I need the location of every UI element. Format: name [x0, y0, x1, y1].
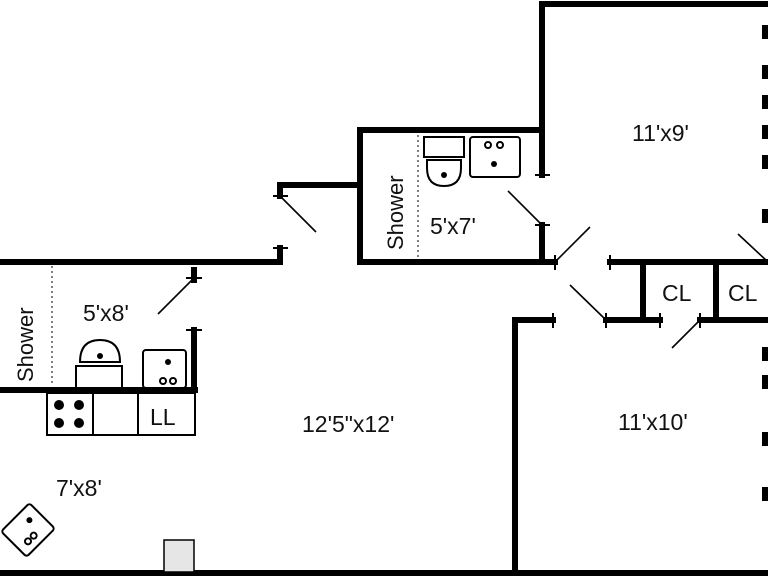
wall-top-bath — [357, 127, 558, 265]
labels: 11'x9' 5'x7' CL CL 5'x8' 12'5"x12' 11'x1… — [13, 120, 758, 501]
room-label-closet-1: CL — [662, 280, 692, 306]
hatched-box — [163, 539, 195, 573]
kitchen-sink-icon — [1, 503, 55, 557]
door-closet-2 — [737, 233, 768, 263]
doors — [157, 190, 768, 349]
wall-corridor — [277, 182, 363, 199]
faucet-icon — [484, 141, 492, 149]
room-label-bathroom-top: 5'x7' — [430, 213, 476, 239]
door-closet — [671, 319, 701, 349]
top-bath-fixtures — [423, 136, 521, 188]
shower-left-label: Shower — [13, 307, 38, 382]
counter — [46, 392, 196, 436]
wall-caps — [186, 174, 701, 331]
laundry-label: LL — [150, 404, 176, 430]
toilet-icon — [78, 338, 122, 363]
kitchen-counter — [46, 392, 196, 436]
faucet-icon — [496, 141, 504, 149]
toilet-tank — [75, 365, 123, 389]
room-label-bedroom-bottom: 11'x10' — [618, 409, 688, 435]
door-left-bath — [157, 277, 195, 315]
sink-icon — [469, 136, 521, 178]
wall-corridor-lower — [0, 245, 283, 265]
stove-icon — [54, 400, 84, 428]
room-label-kitchen: 7'x8' — [56, 475, 102, 501]
door-corridor — [279, 195, 317, 233]
shower-top-label: Shower — [383, 175, 408, 250]
room-label-bathroom-left: 5'x8' — [83, 300, 129, 326]
faucet-icon — [169, 377, 177, 385]
toilet-tank — [423, 136, 465, 158]
wall-bedroom-lower — [512, 317, 556, 576]
room-label-closet-2: CL — [728, 280, 758, 306]
wall-right-upper — [539, 1, 768, 138]
room-label-living: 12'5"x12' — [302, 411, 394, 437]
door-top-bath — [507, 190, 543, 226]
left-bath-fixtures — [75, 338, 187, 389]
faucet-icon — [159, 377, 167, 385]
door-lower-bedroom — [569, 284, 607, 321]
room-label-bedroom-top: 11'x9' — [632, 120, 689, 146]
door-top-bedroom — [554, 226, 591, 263]
